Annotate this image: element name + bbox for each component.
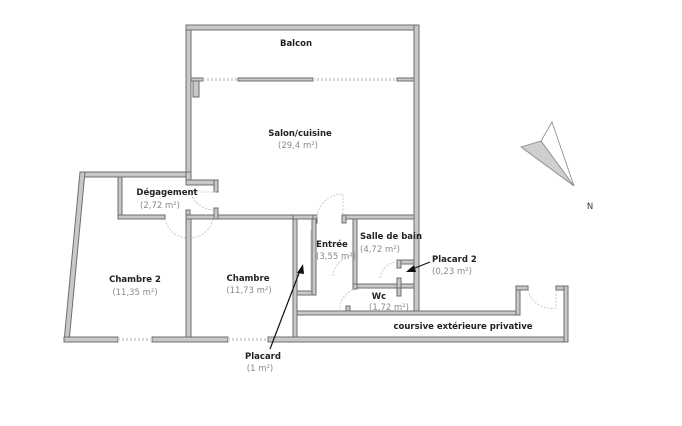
room-label-placard: Placard — [245, 352, 281, 362]
room-label-entree: Entrée — [316, 240, 348, 250]
room-label-coursive: coursive extérieure privative — [393, 322, 533, 332]
room-area-chambre2: (11,35 m²) — [112, 288, 158, 298]
windows — [118, 78, 397, 341]
placard-arrow — [269, 264, 304, 350]
room-area-placard2: (0,23 m²) — [432, 267, 472, 277]
room-label-sdb: Salle de bain — [360, 232, 423, 242]
room-area-placard: (1 m²) — [246, 364, 274, 374]
room-label-placard2: Placard 2 — [432, 255, 477, 265]
room-area-chambre: (11,73 m²) — [226, 286, 272, 296]
room-area-wc: (1,72 m²) — [369, 303, 409, 313]
room-label-degagement: Dégagement — [136, 188, 198, 198]
walls — [63, 24, 569, 343]
room-area-degagement: (2,72 m²) — [140, 201, 180, 211]
doors — [164, 191, 557, 312]
placard2-arrow — [406, 261, 431, 272]
room-area-sdb: (4,72 m²) — [360, 245, 400, 255]
room-label-chambre: Chambre — [226, 274, 270, 284]
room-area-salon: (29,4 m²) — [278, 141, 318, 151]
room-label-balcon: Balcon — [279, 39, 313, 49]
room-label-salon: Salon/cuisine — [268, 129, 332, 139]
room-area-entree: (3,55 m²) — [316, 252, 356, 262]
room-label-wc: Wc — [371, 292, 387, 302]
compass-north-label: N — [586, 202, 594, 212]
compass-icon — [520, 121, 575, 187]
room-label-chambre2: Chambre 2 — [109, 275, 161, 285]
